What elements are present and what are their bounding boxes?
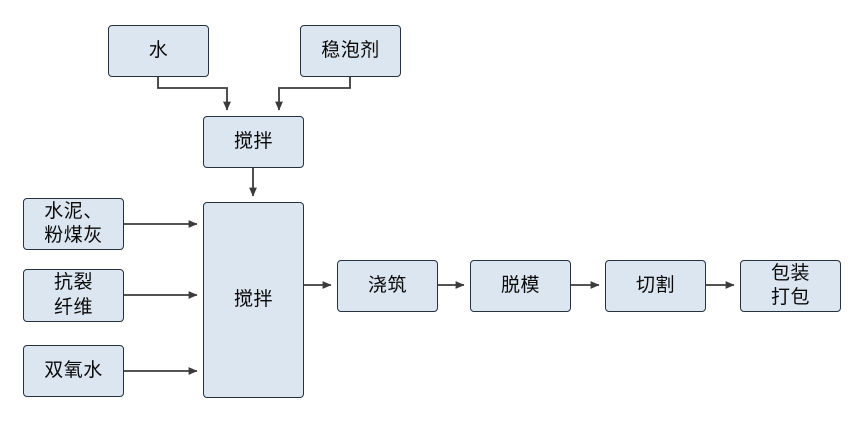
node-foam-stabilizer-label: 稳泡剂 <box>321 39 380 61</box>
node-hydrogen-peroxide[interactable]: 双氧水 <box>23 345 124 397</box>
node-mixing-primary-label: 搅拌 <box>233 130 273 152</box>
node-mixing-main[interactable]: 搅拌 <box>203 202 304 398</box>
node-mixing-primary[interactable]: 搅拌 <box>203 116 304 168</box>
node-demolding-label: 脱模 <box>500 274 540 296</box>
node-cement-flyash[interactable]: 水泥、 粉煤灰 <box>23 198 124 250</box>
node-cutting[interactable]: 切割 <box>605 260 706 312</box>
node-mixing-main-label: 搅拌 <box>233 288 273 310</box>
node-hydrogen-peroxide-label: 双氧水 <box>44 359 103 381</box>
node-foam-stabilizer[interactable]: 稳泡剂 <box>300 25 401 77</box>
node-water-label: 水 <box>148 39 169 61</box>
node-demolding[interactable]: 脱模 <box>470 260 571 312</box>
node-anticrack-fiber-label: 抗裂 纤维 <box>53 272 93 318</box>
node-packaging[interactable]: 包装 打包 <box>740 260 841 312</box>
node-packaging-label: 包装 打包 <box>770 262 810 308</box>
node-casting[interactable]: 浇筑 <box>337 260 438 312</box>
node-anticrack-fiber[interactable]: 抗裂 纤维 <box>23 269 124 322</box>
node-casting-label: 浇筑 <box>367 274 407 296</box>
node-cement-flyash-label: 水泥、 粉煤灰 <box>44 200 103 246</box>
edge-foamstab-to-mix1 <box>275 77 351 111</box>
edge-water-to-mix1 <box>157 77 231 111</box>
node-cutting-label: 切割 <box>635 274 675 296</box>
node-water[interactable]: 水 <box>108 25 209 77</box>
